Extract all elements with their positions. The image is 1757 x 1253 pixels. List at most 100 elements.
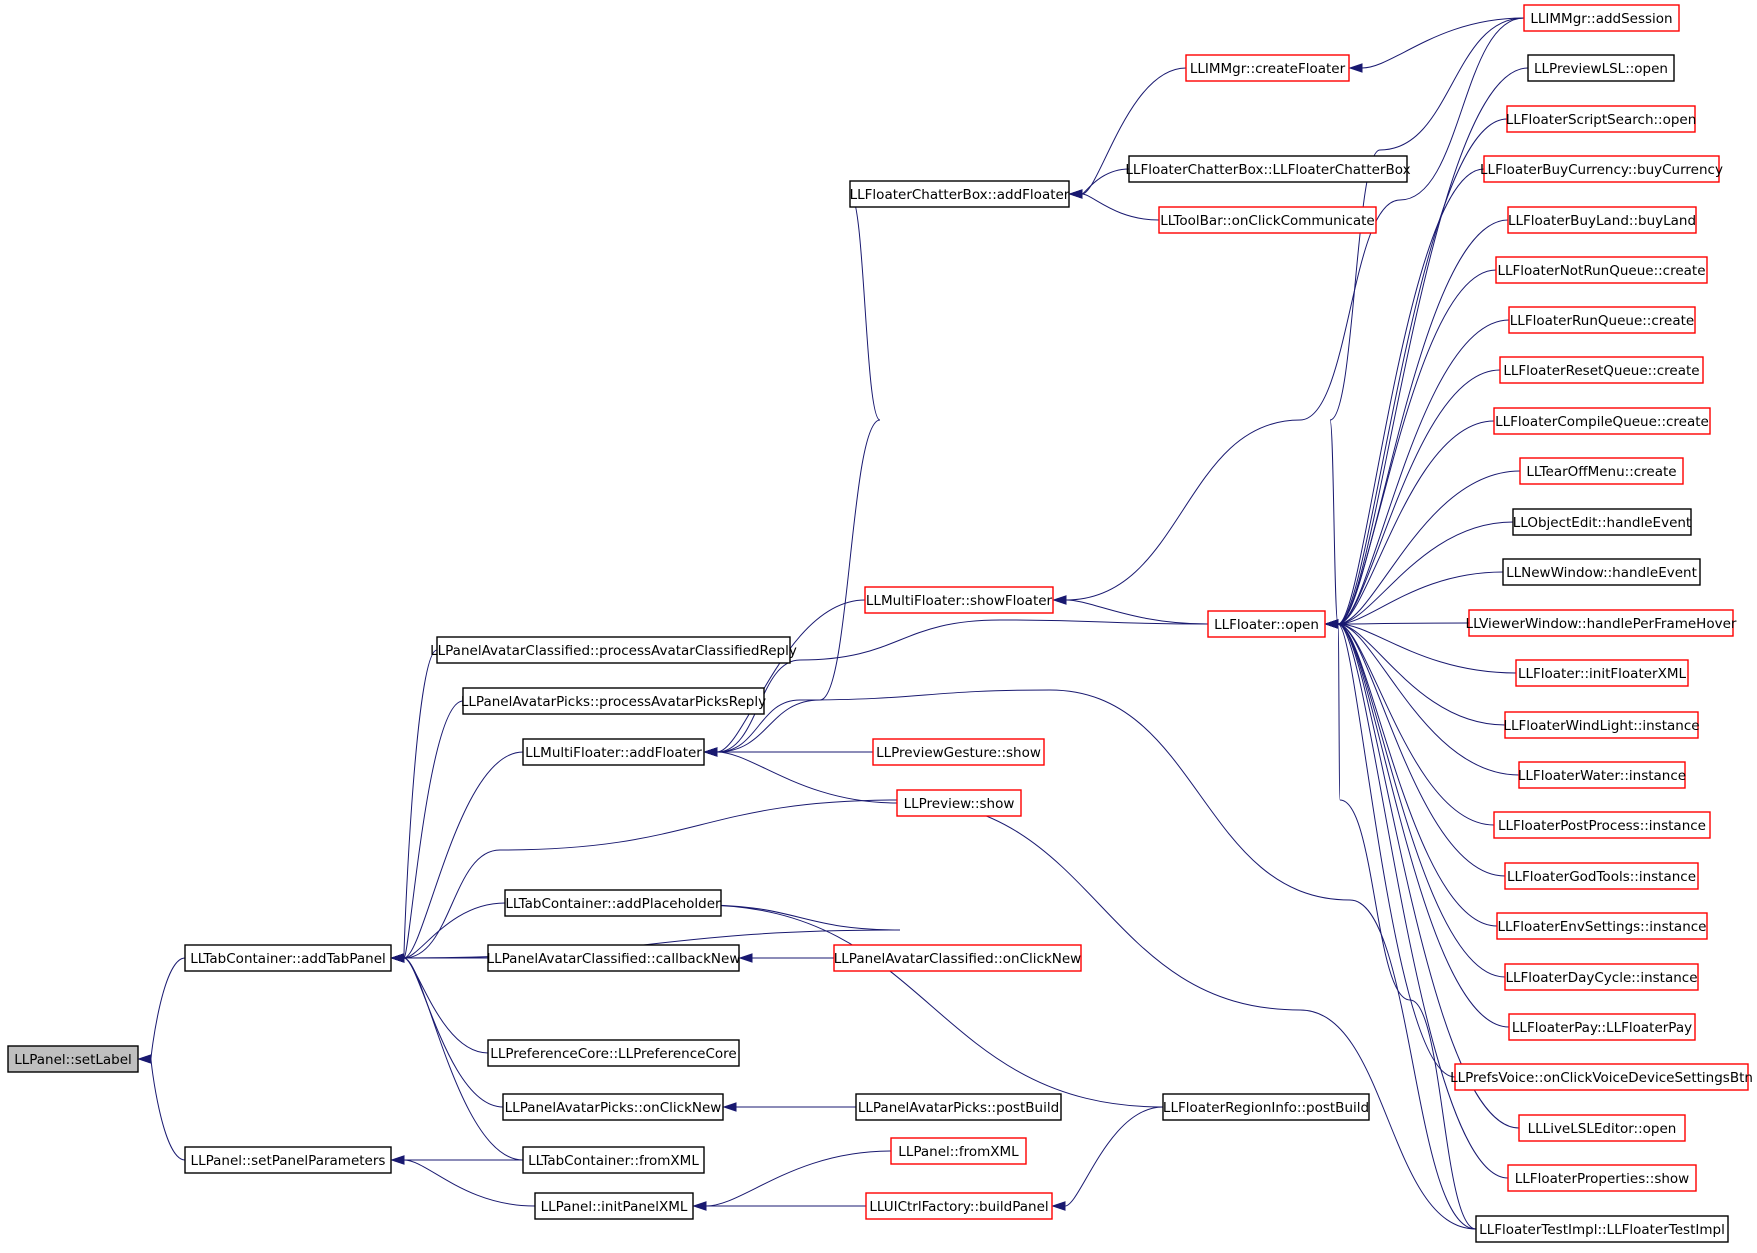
function-node[interactable]: LLFloaterPostProcess::instance — [1493, 811, 1711, 839]
function-node[interactable]: LLPanel::setPanelParameters — [184, 1146, 392, 1174]
function-node[interactable]: LLMultiFloater::addFloater — [522, 738, 705, 766]
call-edge — [390, 1155, 536, 1207]
function-label: LLPanelAvatarPicks::onClickNew — [505, 1100, 722, 1116]
root-function-node: LLPanel::setLabel — [7, 1045, 139, 1073]
function-node[interactable]: LLFloaterGodTools::instance — [1504, 862, 1699, 890]
call-edge — [1324, 619, 1456, 1078]
call-edge — [692, 1150, 892, 1211]
function-node[interactable]: LLFloaterRegionInfo::postBuild — [1162, 1093, 1370, 1121]
function-node[interactable]: LLFloaterWindLight::instance — [1503, 711, 1700, 739]
function-node[interactable]: LLPanelAvatarPicks::processAvatarPicksRe… — [461, 687, 766, 715]
function-node[interactable]: LLFloaterTestImpl::LLFloaterTestImpl — [1475, 1215, 1729, 1243]
function-node[interactable]: LLFloaterBuyLand::buyLand — [1507, 206, 1697, 234]
function-label: LLPanel::setLabel — [14, 1052, 132, 1068]
function-label: LLObjectEdit::handleEvent — [1513, 515, 1691, 531]
function-label: LLFloaterBuyCurrency::buyCurrency — [1480, 162, 1723, 178]
function-label: LLUICtrlFactory::buildPanel — [869, 1199, 1048, 1215]
function-label: LLPreview::show — [904, 796, 1015, 812]
function-node[interactable]: LLFloater::initFloaterXML — [1515, 659, 1689, 687]
function-node[interactable]: LLTearOffMenu::create — [1519, 457, 1684, 485]
function-node[interactable]: LLFloater::open — [1207, 610, 1326, 638]
function-node[interactable]: LLToolBar::onClickCommunicate — [1158, 206, 1377, 234]
function-label: LLToolBar::onClickCommunicate — [1160, 213, 1374, 229]
function-node[interactable]: LLViewerWindow::handlePerFrameHover — [1466, 609, 1737, 637]
function-node[interactable]: LLPanel::fromXML — [890, 1137, 1027, 1165]
function-label: LLPreviewLSL::open — [1534, 61, 1668, 77]
function-node[interactable]: LLPanelAvatarPicks::postBuild — [855, 1093, 1062, 1121]
function-node[interactable]: LLLiveLSLEditor::open — [1518, 1114, 1686, 1142]
function-node[interactable]: LLFloaterBuyCurrency::buyCurrency — [1480, 155, 1723, 183]
function-label: LLFloaterEnvSettings::instance — [1498, 919, 1707, 935]
function-node[interactable]: LLPanelAvatarPicks::onClickNew — [502, 1093, 724, 1121]
function-node[interactable]: LLIMMgr::addSession — [1523, 4, 1680, 32]
function-node[interactable]: LLPanelAvatarClassified::callbackNew — [487, 944, 741, 972]
function-label: LLPreviewGesture::show — [876, 745, 1041, 761]
function-node[interactable]: LLFloaterRunQueue::create — [1508, 306, 1696, 334]
call-edge — [1324, 369, 1501, 629]
call-edge — [703, 747, 898, 804]
call-edge — [390, 953, 504, 1108]
function-node[interactable]: LLUICtrlFactory::buildPanel — [865, 1192, 1053, 1220]
function-label: LLFloaterWater::instance — [1518, 768, 1686, 784]
function-node[interactable]: LLFloaterWater::instance — [1518, 761, 1686, 789]
function-node[interactable]: LLTabContainer::fromXML — [522, 1146, 705, 1174]
function-label: LLPanel::fromXML — [898, 1144, 1019, 1160]
call-edge — [1052, 595, 1209, 625]
function-label: LLFloaterDayCycle::instance — [1505, 970, 1697, 986]
function-node[interactable]: LLTabContainer::addTabPanel — [184, 944, 392, 972]
function-node[interactable]: LLPreviewGesture::show — [872, 738, 1045, 766]
function-node[interactable]: LLPreview::show — [896, 789, 1022, 817]
function-label: LLFloaterPay::LLFloaterPay — [1512, 1020, 1692, 1036]
call-edge — [703, 689, 1477, 1230]
function-label: LLFloaterPostProcess::instance — [1498, 818, 1706, 834]
function-label: LLTearOffMenu::create — [1526, 464, 1676, 480]
function-node[interactable]: LLPrefsVoice::onClickVoiceDeviceSettings… — [1450, 1063, 1753, 1091]
function-label: LLTabContainer::addPlaceholder — [505, 896, 721, 912]
function-node[interactable]: LLPanel::initPanelXML — [534, 1192, 694, 1220]
function-node[interactable]: LLFloaterProperties::show — [1507, 1164, 1697, 1192]
function-label: LLTabContainer::addTabPanel — [190, 951, 386, 967]
function-node[interactable]: LLMultiFloater::showFloater — [864, 586, 1054, 614]
function-label: LLFloaterProperties::show — [1515, 1171, 1689, 1187]
function-label: LLFloaterChatterBox::LLFloaterChatterBox — [1125, 162, 1410, 178]
function-label: LLFloater::open — [1214, 617, 1319, 633]
function-node[interactable]: LLPanelAvatarClassified::processAvatarCl… — [430, 636, 797, 664]
function-node[interactable]: LLFloaterPay::LLFloaterPay — [1508, 1013, 1696, 1041]
function-node[interactable]: LLIMMgr::createFloater — [1185, 54, 1350, 82]
function-label: LLFloaterWindLight::instance — [1503, 718, 1699, 734]
call-edge — [1324, 67, 1529, 629]
function-node[interactable]: LLObjectEdit::handleEvent — [1512, 508, 1692, 536]
call-edge — [390, 649, 438, 963]
function-label: LLFloaterTestImpl::LLFloaterTestImpl — [1479, 1222, 1725, 1238]
function-node[interactable]: LLTabContainer::addPlaceholder — [504, 889, 722, 917]
function-label: LLNewWindow::handleEvent — [1506, 565, 1697, 581]
call-edge — [1348, 17, 1525, 73]
function-node[interactable]: LLFloaterDayCycle::instance — [1504, 963, 1699, 991]
function-label: LLPanelAvatarPicks::postBuild — [858, 1100, 1059, 1116]
function-label: LLMultiFloater::showFloater — [866, 593, 1053, 609]
function-label: LLFloaterNotRunQueue::create — [1497, 263, 1705, 279]
function-node[interactable]: LLFloaterResetQueue::create — [1499, 356, 1704, 384]
function-node[interactable]: LLFloaterScriptSearch::open — [1506, 105, 1697, 133]
function-node[interactable]: LLNewWindow::handleEvent — [1502, 558, 1701, 586]
call-edge — [137, 1054, 186, 1161]
function-label: LLPanel::setPanelParameters — [191, 1153, 386, 1169]
call-edge — [1051, 1106, 1164, 1211]
function-node[interactable]: LLFloaterNotRunQueue::create — [1495, 256, 1708, 284]
function-node[interactable]: LLFloaterCompileQueue::create — [1493, 407, 1711, 435]
function-label: LLIMMgr::addSession — [1530, 11, 1672, 27]
function-node[interactable]: LLFloaterEnvSettings::instance — [1496, 912, 1708, 940]
function-node[interactable]: LLFloaterChatterBox::addFloater — [849, 180, 1070, 208]
function-node[interactable]: LLFloaterChatterBox::LLFloaterChatterBox — [1125, 155, 1411, 183]
function-label: LLIMMgr::createFloater — [1190, 61, 1346, 77]
function-label: LLFloater::initFloaterXML — [1518, 666, 1687, 682]
call-edge — [390, 700, 464, 963]
call-edge — [703, 599, 866, 757]
function-node[interactable]: LLPreferenceCore::LLPreferenceCore — [487, 1039, 740, 1067]
function-node[interactable]: LLPreviewLSL::open — [1527, 54, 1675, 82]
function-label: LLFloaterBuyLand::buyLand — [1508, 213, 1696, 229]
call-edge — [1068, 189, 1160, 221]
function-label: LLLiveLSLEditor::open — [1528, 1121, 1677, 1137]
function-node[interactable]: LLPanelAvatarClassified::onClickNew — [833, 944, 1082, 972]
